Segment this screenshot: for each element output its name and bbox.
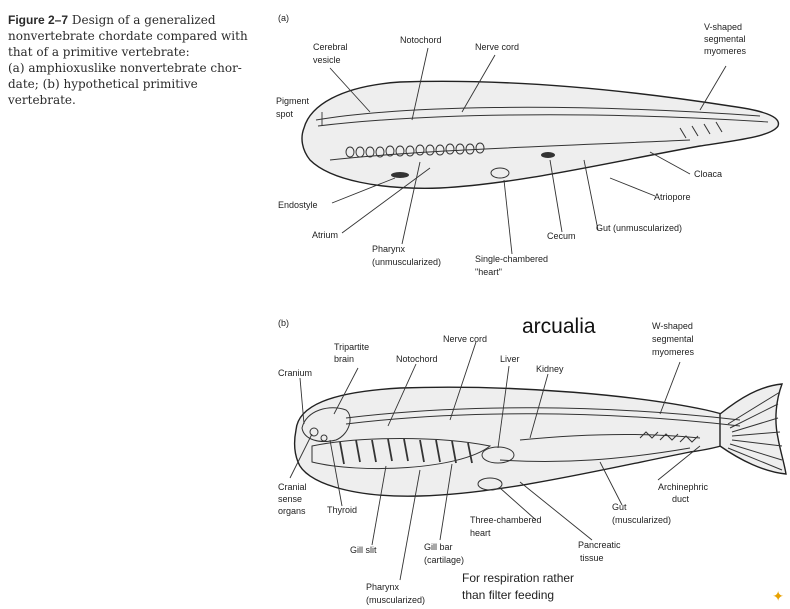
caption-line: nonvertebrate chordate compared with <box>8 29 248 43</box>
pharynx-label: (unmuscularized) <box>372 257 441 267</box>
panel-b-leaders <box>289 341 701 581</box>
respiration-note: than filter feeding <box>462 588 554 602</box>
gut-label: (muscularized) <box>612 515 671 525</box>
pancreatic-label: Pancreatic <box>578 540 621 550</box>
myomeres-label: myomeres <box>652 347 695 357</box>
atrium-label: Atrium <box>312 230 338 240</box>
myomeres-label: segmental <box>704 34 746 44</box>
heart-label: Single-chambered <box>475 254 548 264</box>
brain-label: Tripartite <box>334 342 369 352</box>
pigment-spot-label: Pigment <box>276 96 310 106</box>
atriopore-label: Atriopore <box>654 192 691 202</box>
pharynx-label: Pharynx <box>366 582 400 592</box>
caption-line: vertebrate. <box>8 93 76 107</box>
gill-bar-label: Gill bar <box>424 542 453 552</box>
myomeres-label: segmental <box>652 334 694 344</box>
cranium-label: Cranium <box>278 368 312 378</box>
vertebrate-gut <box>499 447 691 462</box>
nerve-cord-label: Nerve cord <box>443 334 487 344</box>
heart-label: heart <box>470 528 491 538</box>
amphioxus-body <box>301 80 780 189</box>
caption-line: (a) amphioxuslike nonvertebrate chor- <box>8 61 242 75</box>
vertebrate-nerve-cord <box>345 407 741 421</box>
heart-label: Three-chambered <box>470 515 542 525</box>
gut-label: Gut <box>612 502 627 512</box>
cerebral-vesicle-label: Cerebral <box>313 42 348 52</box>
sense-organ <box>309 427 319 437</box>
amphioxus-gill-slits <box>345 142 485 158</box>
caption-line: that of a primitive vertebrate: <box>8 45 190 59</box>
gut-label: Gut (unmuscularized) <box>596 223 682 233</box>
arcualia-title: arcualia <box>522 315 596 338</box>
liver-label: Liver <box>500 354 520 364</box>
thyroid-label: Thyroid <box>327 505 357 515</box>
myomeres-label: W-shaped <box>652 321 693 331</box>
pancreatic-label: tissue <box>580 553 604 563</box>
pigment-spot-label: spot <box>276 109 294 119</box>
vertebrate-kidney <box>519 433 701 441</box>
heart-label: "heart" <box>475 267 502 277</box>
cerebral-vesicle-label: vesicle <box>313 55 341 65</box>
figure-label: Figure 2–7 <box>8 13 69 27</box>
vertebrate-body <box>293 386 751 497</box>
cecum-label: Cecum <box>547 231 576 241</box>
caption-line: date; (b) hypothetical primitive <box>8 77 198 91</box>
panel-b: (b) arcualia <box>278 315 787 605</box>
pharynx-label: Pharynx <box>372 244 406 254</box>
respiration-note: For respiration rather <box>462 571 574 585</box>
cloaca-label: Cloaca <box>694 169 722 179</box>
panel-b-tag: (b) <box>278 318 289 328</box>
archinephric-label: Archinephric <box>658 482 709 492</box>
myomeres-label: myomeres <box>704 46 747 56</box>
sparkle-icon: ✦ <box>772 588 784 604</box>
sense-organs-label: sense <box>278 494 302 504</box>
vertebrate-gill-bars <box>339 438 473 465</box>
amphioxus-heart <box>490 167 510 179</box>
endostyle-label: Endostyle <box>278 200 318 210</box>
vertebrate-cranium <box>301 407 351 442</box>
gill-slit-label: Gill slit <box>350 545 377 555</box>
sense-organ <box>320 434 328 442</box>
pharynx-label: (muscularized) <box>366 595 425 605</box>
notochord-label: Notochord <box>396 354 438 364</box>
amphioxus-notochord <box>317 114 769 127</box>
amphioxus-myomeres <box>679 121 723 139</box>
nerve-cord-label: Nerve cord <box>475 42 519 52</box>
archinephric-label: duct <box>672 494 690 504</box>
vertebrate-pharynx <box>311 438 492 470</box>
amphioxus-cecum <box>541 152 555 158</box>
figure-caption: Figure 2–7 Design of a generalized nonve… <box>8 12 263 108</box>
vertebrate-notochord <box>345 413 741 427</box>
tail-fin-rays <box>727 391 783 471</box>
amphioxus-nerve-cord <box>315 106 761 121</box>
panel-a-tag: (a) <box>278 13 289 23</box>
panel-a: (a) <box>276 13 780 277</box>
vertebrate-myomeres <box>639 431 699 443</box>
vertebrate-tail-fin <box>719 383 787 475</box>
sense-organs-label: Cranial <box>278 482 307 492</box>
gill-bar-label: (cartilage) <box>424 555 464 565</box>
figure-title: Design of a generalized <box>71 13 216 27</box>
vertebrate-heart <box>477 477 503 491</box>
panel-a-leaders <box>321 47 727 255</box>
notochord-label: Notochord <box>400 35 442 45</box>
sense-organs-label: organs <box>278 506 306 516</box>
kidney-label: Kidney <box>536 364 564 374</box>
amphioxus-endostyle <box>391 172 409 178</box>
brain-label: brain <box>334 354 354 364</box>
myomeres-label: V-shaped <box>704 22 742 32</box>
